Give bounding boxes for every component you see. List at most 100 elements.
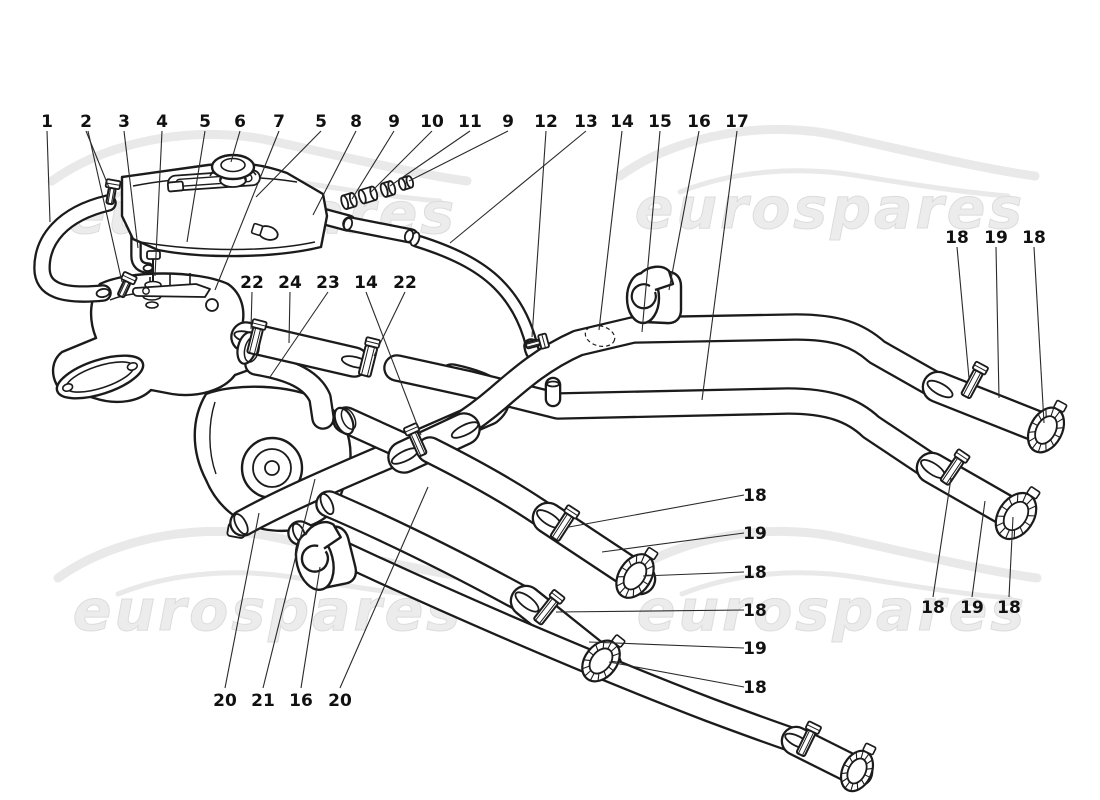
part-number-label: 18 — [743, 678, 767, 698]
part-number-label: 14 — [610, 112, 634, 132]
hose-clamp — [960, 360, 989, 400]
tube-end-cap — [450, 421, 480, 439]
leader-line — [598, 130, 623, 331]
ring-screw — [1053, 399, 1068, 413]
leader-line — [956, 246, 970, 379]
tube-end-cap — [142, 264, 154, 272]
leader-line — [1033, 246, 1045, 424]
part-number-label: 5 — [315, 112, 327, 132]
neck-collar — [333, 406, 357, 436]
part-number-label: 3 — [118, 112, 130, 132]
sender-bracket — [131, 283, 211, 298]
hose-clamp — [117, 271, 138, 299]
watermark-car-swoosh — [679, 570, 1013, 601]
tube-end-cap — [514, 591, 540, 613]
leader-line — [389, 130, 471, 187]
clamp-ring — [1026, 399, 1068, 454]
part-number-label: 15 — [648, 112, 672, 132]
part-number-label: 19 — [743, 639, 767, 659]
union-fitting — [397, 175, 415, 191]
leader-line — [230, 130, 241, 163]
part-number-label: 11 — [458, 112, 482, 132]
leader-line — [365, 291, 422, 436]
part-number-label: 5 — [199, 112, 211, 132]
elbow-23 — [246, 354, 333, 428]
part-number-label: 12 — [534, 112, 558, 132]
coupler-hose-a — [924, 373, 1058, 443]
tube-end-cap — [233, 513, 249, 535]
tube-end-cap — [546, 380, 560, 388]
pipe-13 — [412, 236, 536, 348]
part-number-label: 9 — [502, 112, 514, 132]
part-number-label: 2 — [80, 112, 92, 132]
hose-clamp — [357, 336, 381, 378]
hose-clamp — [104, 178, 122, 206]
ring-screw — [611, 634, 626, 648]
hose-clamp — [533, 589, 566, 626]
leader-line — [87, 130, 123, 283]
part-number-label: 16 — [687, 112, 711, 132]
tube-end-cap — [926, 379, 954, 399]
inlet-flange — [55, 354, 145, 400]
part-number-label: 8 — [350, 112, 362, 132]
leader-line — [300, 566, 321, 689]
leader-line — [555, 609, 745, 613]
part-number-label: 19 — [984, 228, 1008, 248]
leader-line — [408, 130, 509, 182]
leader-line — [449, 130, 587, 244]
hose-clamp — [524, 332, 550, 350]
leader-line — [608, 661, 745, 688]
part-number-label: 24 — [278, 273, 302, 293]
part-number-label: 19 — [743, 524, 767, 544]
tube-end-cap — [319, 492, 335, 516]
clamp-ring — [994, 486, 1041, 541]
part-number-label: 19 — [960, 598, 984, 618]
part-number-label: 18 — [921, 598, 945, 618]
tube-end-cap — [403, 229, 415, 243]
part-number-label: 10 — [420, 112, 444, 132]
dashed-mark — [584, 324, 616, 348]
clamp-ring — [615, 546, 659, 599]
watermark-car-swoosh — [617, 526, 1042, 583]
part-number-label: 9 — [388, 112, 400, 132]
leader-line — [641, 130, 661, 333]
leader-line — [339, 486, 429, 689]
leader-line — [255, 130, 322, 198]
part-number-label: 21 — [251, 691, 275, 711]
part-number-label: 4 — [156, 112, 168, 132]
part-number-label: 22 — [240, 273, 264, 293]
leader-line — [668, 130, 700, 291]
pipe-diag-2 — [317, 492, 538, 613]
union-fitting — [379, 180, 397, 198]
pipe-diag-1 — [418, 438, 560, 530]
hose-clamp — [795, 720, 822, 757]
part-number-label: 18 — [945, 228, 969, 248]
leader-line — [932, 477, 952, 598]
leader-line — [224, 512, 260, 689]
part-number-label: 16 — [289, 691, 313, 711]
ring-screw — [644, 546, 659, 561]
pipe-13-outline — [410, 234, 538, 350]
hose-clamp — [549, 504, 581, 542]
leader-line — [1008, 516, 1014, 598]
grommet-16-top — [625, 265, 683, 325]
leader-line — [701, 130, 738, 401]
leader-line — [312, 130, 357, 216]
grommet-16-bottom — [294, 520, 358, 591]
leader-line — [373, 291, 406, 357]
part-number-label: 18 — [1022, 228, 1046, 248]
leader-line — [123, 130, 139, 249]
banjo-fitting — [250, 222, 279, 241]
part-number-label: 17 — [725, 112, 749, 132]
hose-1 — [35, 196, 115, 301]
leader-line — [642, 571, 745, 577]
clamp-ring — [839, 742, 877, 793]
watermark: eurospares — [615, 124, 1040, 243]
part-number-label: 23 — [316, 273, 340, 293]
hose-24 — [232, 323, 368, 376]
part-number-label: 18 — [743, 563, 767, 583]
leader-line — [531, 130, 547, 338]
ring-screw — [862, 742, 877, 756]
